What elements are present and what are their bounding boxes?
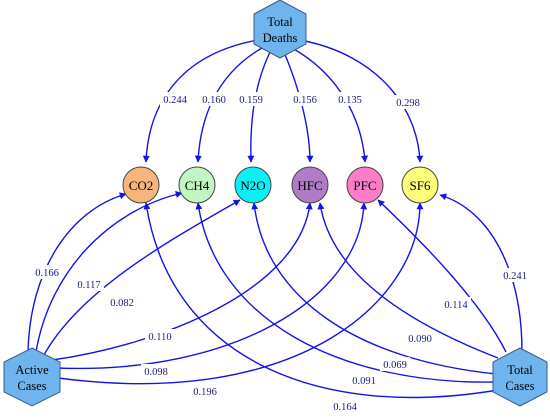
gas-node-n2o-circle [234, 166, 272, 204]
edge-deaths-co2 [142, 39, 259, 163]
source-node-total-deaths-line2: Deaths [263, 31, 298, 45]
gas-node-sf6: SF6 [401, 166, 439, 204]
edge-label-deaths-pfc: 0.135 [338, 95, 362, 106]
edge-active-n2o [43, 199, 241, 356]
gas-node-ch4-circle [178, 166, 216, 204]
edge-active-sf6 [57, 202, 424, 385]
source-node-active-cases-hexagon [3, 347, 61, 407]
gas-node-pfc-label: PFC [353, 178, 376, 193]
source-node-total-cases-line2: Cases [505, 379, 534, 393]
edge-cases-co2 [143, 202, 499, 399]
gas-node-ch4-label: CH4 [185, 178, 210, 193]
edge-label-active-co2: 0.166 [35, 268, 59, 279]
gas-node-co2-circle [122, 166, 160, 204]
labels-from-cases: 0.164 0.091 0.069 0.090 0.114 0.241 [330, 268, 530, 413]
edge-label-active-ch4: 0.117 [77, 280, 100, 291]
gas-node-hfc: HFC [291, 166, 329, 204]
edges-from-active [27, 191, 424, 385]
labels-from-deaths: 0.244 0.160 0.159 0.156 0.135 0.298 [160, 92, 423, 109]
edge-label-active-pfc: 0.098 [144, 367, 168, 378]
edge-label-cases-sf6: 0.241 [503, 271, 527, 282]
source-node-active-cases-line2: Cases [17, 379, 46, 393]
gas-node-pfc: PFC [346, 166, 384, 204]
gas-node-sf6-circle [401, 166, 439, 204]
edge-label-deaths-sf6: 0.298 [396, 98, 420, 109]
edge-label-deaths-ch4: 0.160 [202, 95, 226, 106]
edge-active-ch4 [35, 191, 183, 353]
edge-label-cases-pfc: 0.114 [444, 300, 468, 311]
edge-cases-ch4 [195, 202, 497, 383]
gas-node-co2: CO2 [122, 166, 160, 204]
source-node-total-cases-hexagon [492, 347, 548, 407]
source-node-total-deaths-hexagon [253, 0, 307, 59]
edge-active-co2 [27, 192, 127, 353]
edge-label-cases-n2o: 0.069 [383, 360, 407, 371]
gas-node-hfc-circle [291, 166, 329, 204]
edge-cases-hfc [317, 202, 499, 359]
gas-node-hfc-label: HFC [297, 178, 322, 193]
edge-label-cases-hfc: 0.090 [408, 334, 432, 345]
edge-label-deaths-hfc: 0.156 [293, 95, 317, 106]
edge-label-deaths-n2o: 0.159 [239, 95, 263, 106]
source-node-total-deaths: Total Deaths [253, 0, 307, 59]
gas-node-pfc-circle [346, 166, 384, 204]
gas-node-n2o-label: N2O [240, 178, 265, 193]
edge-cases-pfc [377, 199, 507, 353]
edge-deaths-sf6 [299, 39, 424, 163]
edge-deaths-n2o [247, 51, 271, 163]
edges-from-cases [143, 193, 523, 399]
edge-label-active-sf6: 0.196 [193, 387, 217, 398]
source-node-active-cases-line1: Active [15, 363, 49, 377]
edge-label-cases-ch4: 0.091 [352, 376, 376, 387]
edge-cases-n2o [251, 202, 497, 375]
edge-active-hfc [51, 202, 313, 361]
edge-deaths-hfc [283, 51, 314, 163]
gas-node-co2-label: CO2 [129, 178, 154, 193]
gas-node-sf6-label: SF6 [410, 178, 431, 193]
edge-label-deaths-co2: 0.244 [163, 95, 187, 106]
source-node-total-cases-line1: Total [507, 363, 533, 377]
labels-from-active: 0.166 0.117 0.082 0.110 0.098 0.196 [32, 265, 220, 398]
edge-label-cases-co2: 0.164 [333, 402, 357, 413]
source-node-total-cases: Total Cases [492, 347, 548, 407]
gas-node-n2o: N2O [234, 166, 272, 204]
gas-node-ch4: CH4 [178, 166, 216, 204]
edge-cases-sf6 [439, 193, 523, 353]
source-node-active-cases: Active Cases [3, 347, 61, 407]
edge-label-active-n2o: 0.082 [110, 298, 134, 309]
source-node-total-deaths-line1: Total [267, 15, 293, 29]
edge-label-active-hfc: 0.110 [148, 332, 171, 343]
gas-nodes: CO2 CH4 N2O HFC PFC SF6 [122, 166, 439, 204]
